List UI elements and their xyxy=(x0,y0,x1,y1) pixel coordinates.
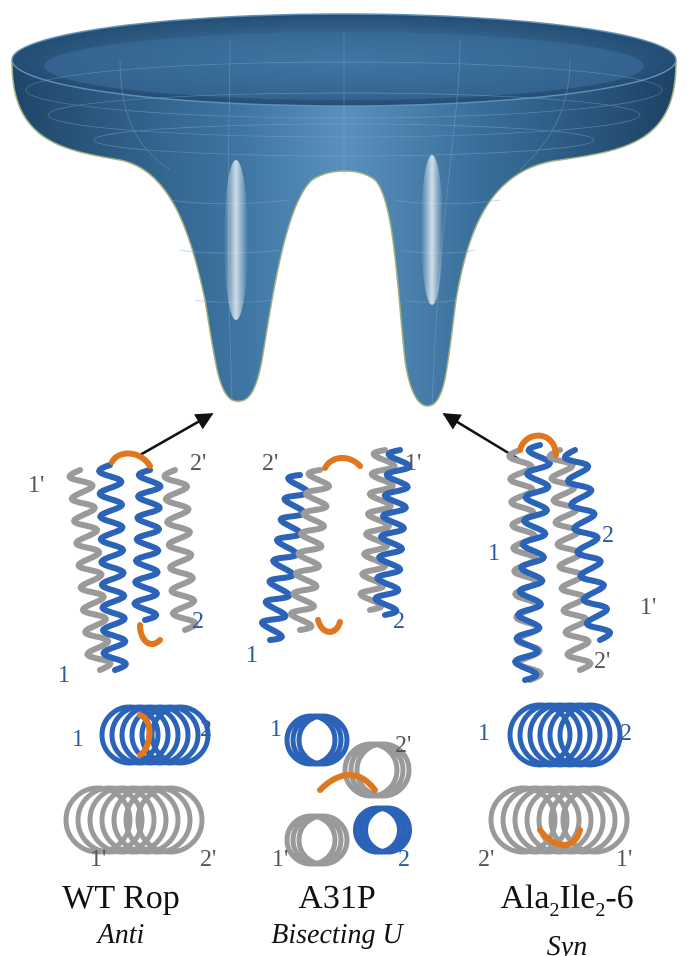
top-label: 1 xyxy=(270,716,282,742)
top-label: 2 xyxy=(200,716,212,742)
top-label: 2 xyxy=(398,846,410,872)
side-label: 1' xyxy=(28,472,44,498)
top-label: 1' xyxy=(90,846,106,872)
caption-panel-1: WT Rop Anti xyxy=(6,878,236,952)
top-label: 2' xyxy=(395,732,411,758)
top-label: 2 xyxy=(620,720,632,746)
conformation-label: Bisecting U xyxy=(222,918,452,952)
conformation-label: Anti xyxy=(6,918,236,952)
loop-segment xyxy=(112,453,150,466)
top-label: 1' xyxy=(272,846,288,872)
top-label: 1 xyxy=(72,726,84,752)
side-label: 1 xyxy=(488,540,500,566)
protein-name: WT Rop xyxy=(6,878,236,918)
top-views xyxy=(66,705,627,864)
side-views xyxy=(70,436,611,680)
loop-segment xyxy=(318,620,340,632)
helix-segment xyxy=(135,470,161,620)
protein-name: Ala2Ile2-6 xyxy=(452,878,682,930)
top-label: 1 xyxy=(478,720,490,746)
loop-segment xyxy=(140,625,160,644)
side-label: 1 xyxy=(58,662,70,688)
conformation-label: Syn xyxy=(452,930,682,956)
top-label: 1' xyxy=(616,846,632,872)
right-well-highlight xyxy=(421,155,443,305)
side-label: 1' xyxy=(405,450,421,476)
side-label: 2 xyxy=(192,608,204,634)
loop-segment xyxy=(325,458,360,468)
side-label: 1 xyxy=(246,642,258,668)
caption-panel-2: A31P Bisecting U xyxy=(222,878,452,952)
side-label: 1' xyxy=(640,594,656,620)
caption-panel-3: Ala2Ile2-6 Syn xyxy=(452,878,682,956)
top-label: 2' xyxy=(478,846,494,872)
protein-name: A31P xyxy=(222,878,452,918)
arrow-left xyxy=(140,414,212,455)
side-label: 2' xyxy=(594,648,610,674)
energy-funnel xyxy=(12,14,676,406)
left-well-highlight xyxy=(224,160,248,320)
side-label: 2' xyxy=(190,450,206,476)
side-label: 2 xyxy=(602,522,614,548)
side-label: 2' xyxy=(262,450,278,476)
top-label: 2' xyxy=(200,846,216,872)
helix-segment xyxy=(515,445,550,680)
side-label: 2 xyxy=(393,608,405,634)
helix-segment xyxy=(164,470,195,630)
